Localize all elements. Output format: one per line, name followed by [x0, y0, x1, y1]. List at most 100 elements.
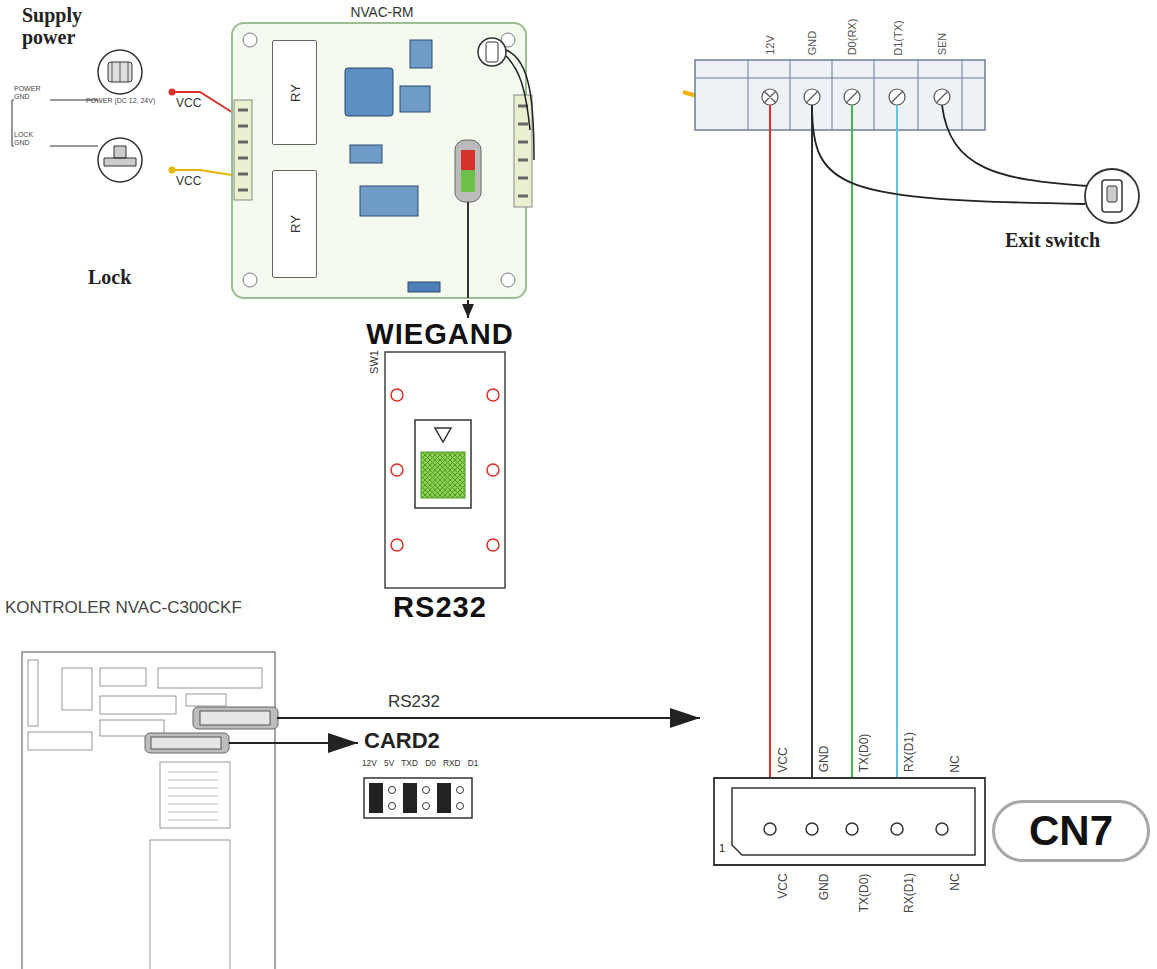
cn7-wires: [770, 105, 897, 823]
pin-name: GND: [817, 745, 831, 772]
mount-hole: [243, 273, 257, 287]
switch-pad: [487, 389, 499, 401]
mount-hole: [501, 273, 515, 287]
pin-name: TX(D0): [857, 873, 871, 912]
cn7-housing: [714, 778, 985, 865]
exit-wire: [812, 105, 1085, 204]
terminal-pins: [238, 110, 248, 190]
mcu-chip: [345, 68, 393, 116]
transformer-core: [108, 62, 132, 82]
mount-hole: [243, 33, 257, 47]
controller-parts: [28, 660, 262, 969]
pin-header: [408, 282, 440, 292]
arrow-stem: [229, 742, 277, 744]
gnd-wire-end: [12, 100, 14, 146]
terminal-screws: [762, 89, 950, 105]
wire-gnd: [811, 105, 813, 823]
transformer-winding: [112, 62, 128, 82]
card2-pins: [151, 737, 221, 749]
pin-name: TX(D0): [857, 733, 871, 772]
exit-switch: [812, 105, 1139, 223]
wire-vcc: [769, 105, 771, 823]
terminal-block: [683, 60, 985, 130]
rs232-pins: [200, 711, 270, 725]
node-text: 1: [719, 842, 725, 854]
pin-name: RX(D1): [902, 873, 916, 913]
direction-triangle: [435, 428, 451, 442]
node-text: RY: [287, 215, 302, 233]
wire-dot: [169, 89, 176, 96]
edge-label: RS232: [385, 692, 443, 712]
pin-name: D0(RX): [846, 18, 858, 55]
node-text: SW1: [368, 350, 380, 374]
pin-name: NC: [947, 755, 961, 772]
switch-pad: [391, 389, 403, 401]
power-side: [12, 50, 238, 182]
pin-name: GND: [817, 873, 831, 900]
terminal-name: LOCK GND: [14, 131, 48, 147]
node-text: WIEGAND: [340, 318, 540, 350]
rm-board: [232, 23, 534, 298]
controller-outline: [22, 652, 275, 969]
pin-name: NC: [947, 873, 961, 890]
sw1-detail: [385, 352, 505, 588]
arrow-stem: [467, 202, 469, 298]
cn7-pins: [764, 823, 948, 835]
switch-red: [461, 150, 475, 170]
gnd-wire: [12, 100, 98, 146]
vcc-wire-red: [172, 92, 238, 116]
mode-switch-detail: WIEGANDSW1RS232: [340, 318, 540, 623]
signal-name: VCC: [176, 174, 201, 188]
pin-name: RX(D1): [902, 732, 916, 772]
exit-switch-symbol: [478, 38, 506, 66]
wire-dot: [169, 167, 176, 174]
wire-rx: [896, 105, 898, 823]
controller-box: KONTROLER NVAC-C300CKF: [5, 598, 277, 969]
card2-connector: [145, 733, 229, 753]
cn7-connector: 1: [700, 688, 990, 868]
switch-green: [461, 170, 475, 192]
header-pins: [389, 787, 464, 810]
mode-switch: [455, 140, 481, 202]
connector-name-badge: CN7: [992, 800, 1150, 862]
terminal-strip: [234, 100, 252, 200]
pin-name: D1(TX): [891, 20, 903, 55]
exit-switch-plate: [1102, 180, 1122, 212]
chip: [410, 40, 432, 68]
part-name: Supply power: [22, 4, 100, 48]
exit-switch-button: [486, 42, 498, 62]
node-text: NVAC-RM: [232, 5, 532, 20]
chip: [400, 86, 430, 112]
transformer-symbol: [98, 50, 142, 94]
lock-body: [104, 146, 136, 166]
exit-switch-button: [1107, 186, 1117, 202]
switch-outline: [385, 352, 505, 588]
node-text: CARD2: [364, 728, 440, 754]
pin-name: VCC: [775, 747, 789, 772]
signal-arrow: [277, 742, 358, 744]
terminal-strip: [514, 95, 532, 207]
switch-pad: [487, 539, 499, 551]
terminal-dividers: [695, 60, 985, 130]
lock-symbol: [98, 138, 142, 182]
switch-pad: [487, 464, 499, 476]
exit-switch-symbol: [1085, 169, 1139, 223]
node-text: CN7: [995, 810, 1147, 852]
signal-arrow: [467, 300, 469, 318]
terminal-pins: [518, 106, 528, 196]
exit-wire: [942, 105, 1088, 186]
terminal-housing: [695, 60, 985, 130]
exit-switch-wire: [506, 50, 534, 160]
jumper: [403, 783, 417, 813]
node-text: KONTROLER NVAC-C300CKF: [5, 598, 242, 618]
part-name: Exit switch: [1005, 229, 1100, 252]
signal-name: VCC: [176, 96, 201, 110]
rs232-connector: [193, 707, 278, 729]
node-text: RS232: [340, 591, 540, 623]
pin-name: 12V: [764, 35, 776, 55]
controller-module: NVAC-RMRYRY: [232, 5, 532, 300]
part-name: Lock: [88, 266, 131, 289]
pin-name: VCC: [775, 873, 789, 898]
